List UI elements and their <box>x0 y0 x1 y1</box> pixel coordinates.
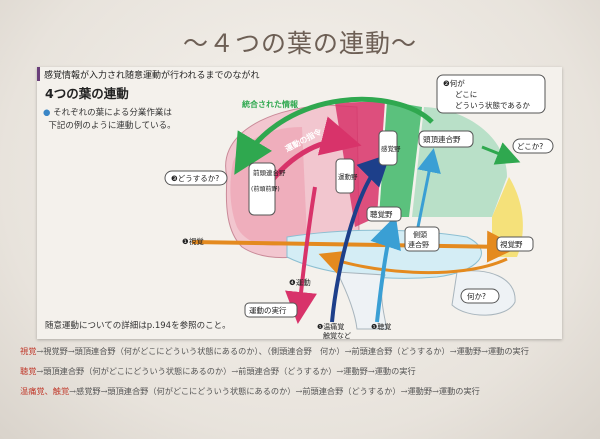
note-touch-text: →感覚野→頭頂連合野（何がどこにどういう状態にあるのか）→前頭連合野（どうするか… <box>69 386 480 396</box>
header-accent-bar <box>37 67 40 81</box>
how-label: ❸どうするか? <box>171 174 219 183</box>
parietal-out-arrow <box>481 142 521 165</box>
figure-bullet: ● それぞれの葉による分業作業は 下記の例のように連動している。 <box>43 107 176 133</box>
figure-header: 感覚情報が入力され随意運動が行われるまでのながれ <box>44 71 260 81</box>
figure-subtitle: 4つの葉の連動 <box>45 86 129 101</box>
pain-touch-arrow <box>330 153 391 323</box>
slide-title: 〜４つの葉の連動〜 <box>182 29 417 58</box>
note-vision-text: →視覚野→頭頂連合野（何がどこにどういう状態にあるのか）、（側頭連合野 何か）→… <box>36 346 529 356</box>
flow-notes: 視覚→視覚野→頭頂連合野（何がどこにどういう状態にあるのか）、（側頭連合野 何か… <box>20 345 585 405</box>
brain-diagram: 統合された情報 運動の指令 ❸どうするか? 前頭連合野 (前頭前野) 運動野 感… <box>164 74 554 339</box>
temporal-line-2: 連合野 <box>408 240 429 249</box>
prefrontal-label-2: (前頭前野) <box>251 185 280 193</box>
temporal-line-1: 側頭 <box>413 230 427 239</box>
note-vision: 視覚→視覚野→頭頂連合野（何がどこにどういう状態にあるのか）、（側頭連合野 何か… <box>20 345 585 358</box>
visual-area-box <box>496 236 534 252</box>
what-label: 何か? <box>467 291 486 301</box>
bullet-line-1: それぞれの葉による分業作業は <box>53 108 172 118</box>
bullet-line-2: 下記の例のように連動している。 <box>48 121 176 131</box>
auditory-label: 聴覚野 <box>370 209 393 219</box>
somatosensory-box <box>378 130 398 166</box>
prefrontal-label-1: 前頭連合野 <box>253 168 286 177</box>
what-box <box>460 288 500 304</box>
note-hearing-key: 聴覚 <box>20 366 37 376</box>
where-label: どこか? <box>517 142 543 151</box>
pain-touch-line-1: ❶温痛覚 <box>317 322 344 331</box>
bullet-dot-icon: ● <box>43 108 51 118</box>
note-touch: 温痛覚、触覚→感覚野→頭頂連合野（何がどこにどういう状態にあるのか）→前頭連合野… <box>20 385 585 398</box>
motor4-label: ❹運動 <box>289 278 311 287</box>
parietal-box <box>418 130 474 148</box>
what-where-box <box>436 74 546 114</box>
note-hearing: 聴覚→頭頂連合野（何がどこにどういう状態にあるのか）→前頭連合野（どうするか）→… <box>20 365 585 378</box>
what-where-line-2: どこに <box>455 90 477 99</box>
integrated-info-arrow <box>234 97 434 175</box>
pain-touch-line-2: 触覚など <box>323 331 351 339</box>
parietal-lobe <box>412 107 507 217</box>
hearing-label: ❶聴覚 <box>371 322 391 331</box>
where-box <box>512 138 554 154</box>
note-touch-key: 温痛覚、触覚 <box>20 386 70 396</box>
motor-exec-arrow <box>285 186 317 324</box>
vision-label: ❶視覚 <box>182 236 204 246</box>
hearing-arrow <box>370 215 401 323</box>
how-label-box <box>164 170 228 186</box>
somatosensory-label: 感覚野 <box>381 144 401 153</box>
temporal-to-parietal-arrow <box>415 148 441 233</box>
visual-area-label: 視覚野 <box>500 239 523 249</box>
auditory-box <box>366 206 402 222</box>
vision-arrow <box>191 230 519 263</box>
integrated-info-label: 統合された情報 <box>242 99 299 109</box>
motor-exec-label: 運動の実行 <box>249 305 287 315</box>
what-where-line-1: ❷何が <box>443 78 465 88</box>
prefrontal-label-box <box>248 162 276 216</box>
what-where-line-3: どういう状態であるか <box>455 100 530 110</box>
sensory-cortex <box>379 101 422 217</box>
motor-area-label: 運動野 <box>338 172 358 181</box>
temporal-box <box>404 226 440 252</box>
motor-exec-box <box>244 302 298 318</box>
note-vision-key: 視覚 <box>20 346 37 356</box>
brain-figure: 感覚情報が入力され随意運動が行われるまでのながれ 4つの葉の連動 ● それぞれの… <box>37 67 562 339</box>
motor-area-box <box>335 158 355 194</box>
parietal-label: 頭頂連合野 <box>423 134 461 144</box>
figure-footnote: 随意運動についての詳細はp.194を参照のこと。 <box>45 321 231 331</box>
note-hearing-text: →頭頂連合野（何がどこにどういう状態にあるのか）→前頭連合野（どうするか）→運動… <box>36 366 416 376</box>
